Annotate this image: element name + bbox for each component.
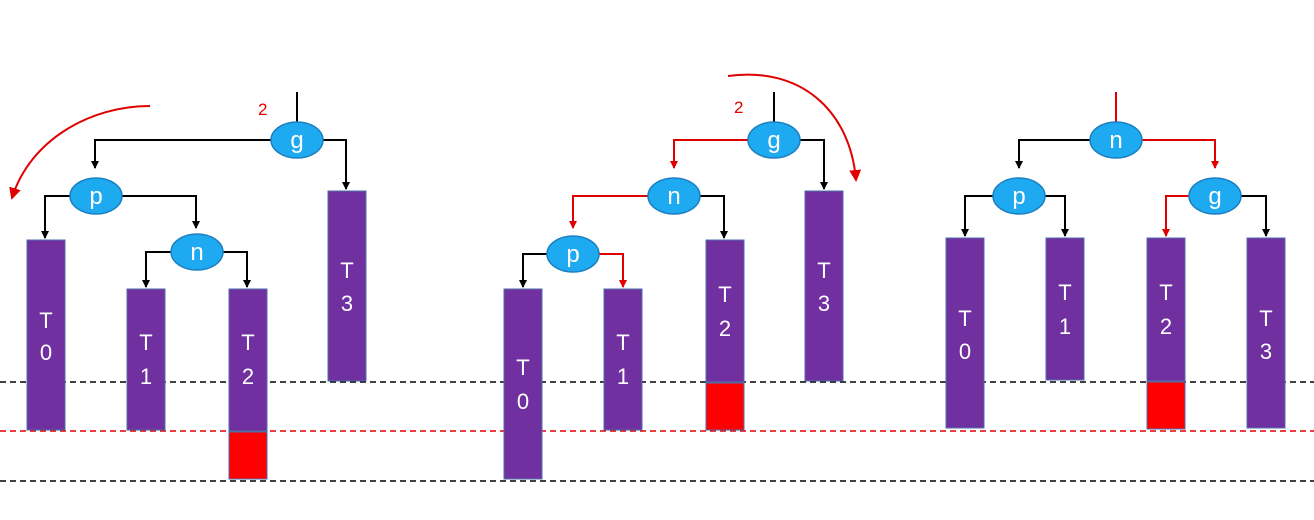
svg-text:n: n	[667, 183, 680, 210]
svg-text:n: n	[1109, 127, 1122, 154]
edge-n-t2	[222, 251, 251, 288]
svg-text:1: 1	[617, 364, 629, 389]
subtree-t1: T 1	[1045, 237, 1085, 381]
panel-2: 2 g n p T 0 T	[503, 73, 862, 480]
svg-text:T: T	[958, 306, 971, 331]
svg-text:2: 2	[719, 316, 731, 341]
svg-text:0: 0	[40, 340, 52, 365]
edge-n-p	[569, 195, 650, 229]
svg-text:0: 0	[517, 389, 529, 414]
count-label: 2	[258, 100, 267, 119]
svg-text:3: 3	[341, 291, 353, 316]
subtree-t2-overflow	[228, 431, 268, 480]
subtree-t3: T 3	[804, 190, 844, 382]
svg-text:T: T	[241, 330, 254, 355]
edge-n-t2	[698, 195, 728, 239]
edge-g-t3	[322, 139, 350, 190]
svg-text:p: p	[566, 241, 579, 268]
subtree-t2-overflow	[705, 382, 745, 431]
svg-text:T: T	[817, 258, 830, 283]
svg-text:1: 1	[140, 364, 152, 389]
edge-p-t0	[519, 253, 548, 288]
node-n: n	[647, 177, 701, 215]
rotation-arrow	[9, 105, 151, 200]
svg-text:g: g	[290, 127, 303, 154]
svg-text:T: T	[39, 308, 52, 333]
edge-p-t0	[961, 195, 995, 237]
svg-text:T: T	[340, 258, 353, 283]
node-p: p	[69, 177, 123, 215]
svg-text:n: n	[190, 239, 203, 266]
svg-text:2: 2	[242, 364, 254, 389]
svg-text:T: T	[616, 330, 629, 355]
subtree-t1: T 1	[603, 288, 643, 431]
edge-p-t1	[1043, 195, 1069, 237]
subtree-t2: T 2	[1146, 237, 1186, 430]
edge-g-t2	[1162, 195, 1191, 237]
svg-text:T: T	[1058, 280, 1071, 305]
subtree-t1: T 1	[126, 288, 166, 431]
svg-text:T: T	[139, 330, 152, 355]
edge-g-t3	[798, 139, 828, 190]
svg-text:T: T	[1159, 280, 1172, 305]
svg-text:p: p	[89, 183, 102, 210]
node-n: n	[170, 233, 224, 271]
edge-p-t0	[41, 195, 72, 239]
svg-text:3: 3	[818, 291, 830, 316]
node-n: n	[1089, 121, 1143, 159]
node-g: g	[1188, 177, 1242, 215]
edge-p-n	[122, 195, 200, 229]
node-g: g	[270, 121, 324, 159]
count-label: 2	[734, 98, 743, 117]
edge-n-g	[1140, 139, 1219, 169]
svg-text:T: T	[718, 282, 731, 307]
edge-g-p	[91, 139, 272, 169]
edge-n-p	[1015, 139, 1092, 169]
panel-3: n p g T 0 T 1 T 2 T 3	[945, 92, 1286, 430]
subtree-t0: T 0	[26, 239, 66, 431]
svg-text:T: T	[516, 355, 529, 380]
svg-text:T: T	[1259, 306, 1272, 331]
edge-g-n	[670, 139, 750, 169]
subtree-t0: T 0	[945, 237, 985, 429]
subtree-t2: T 2	[705, 239, 745, 431]
edge-n-t1	[142, 251, 172, 288]
node-p: p	[546, 235, 600, 273]
node-p: p	[992, 177, 1046, 215]
svg-text:2: 2	[1160, 314, 1172, 339]
svg-text:p: p	[1012, 183, 1025, 210]
subtree-t2: T 2	[228, 288, 268, 480]
panel-1: 2 g p n T 0	[9, 92, 367, 480]
svg-text:1: 1	[1059, 314, 1071, 339]
subtree-t0: T 0	[503, 288, 543, 480]
svg-text:3: 3	[1260, 339, 1272, 364]
edge-p-t1	[598, 253, 627, 288]
subtree-t3: T 3	[1246, 237, 1286, 429]
subtree-t3: T 3	[327, 190, 367, 382]
svg-text:0: 0	[959, 339, 971, 364]
svg-text:g: g	[767, 127, 780, 154]
rotation-arrow	[727, 73, 862, 182]
node-g: g	[747, 121, 801, 159]
svg-text:g: g	[1208, 183, 1221, 210]
subtree-t2-overflow	[1146, 381, 1186, 430]
edge-g-t3	[1239, 195, 1270, 237]
